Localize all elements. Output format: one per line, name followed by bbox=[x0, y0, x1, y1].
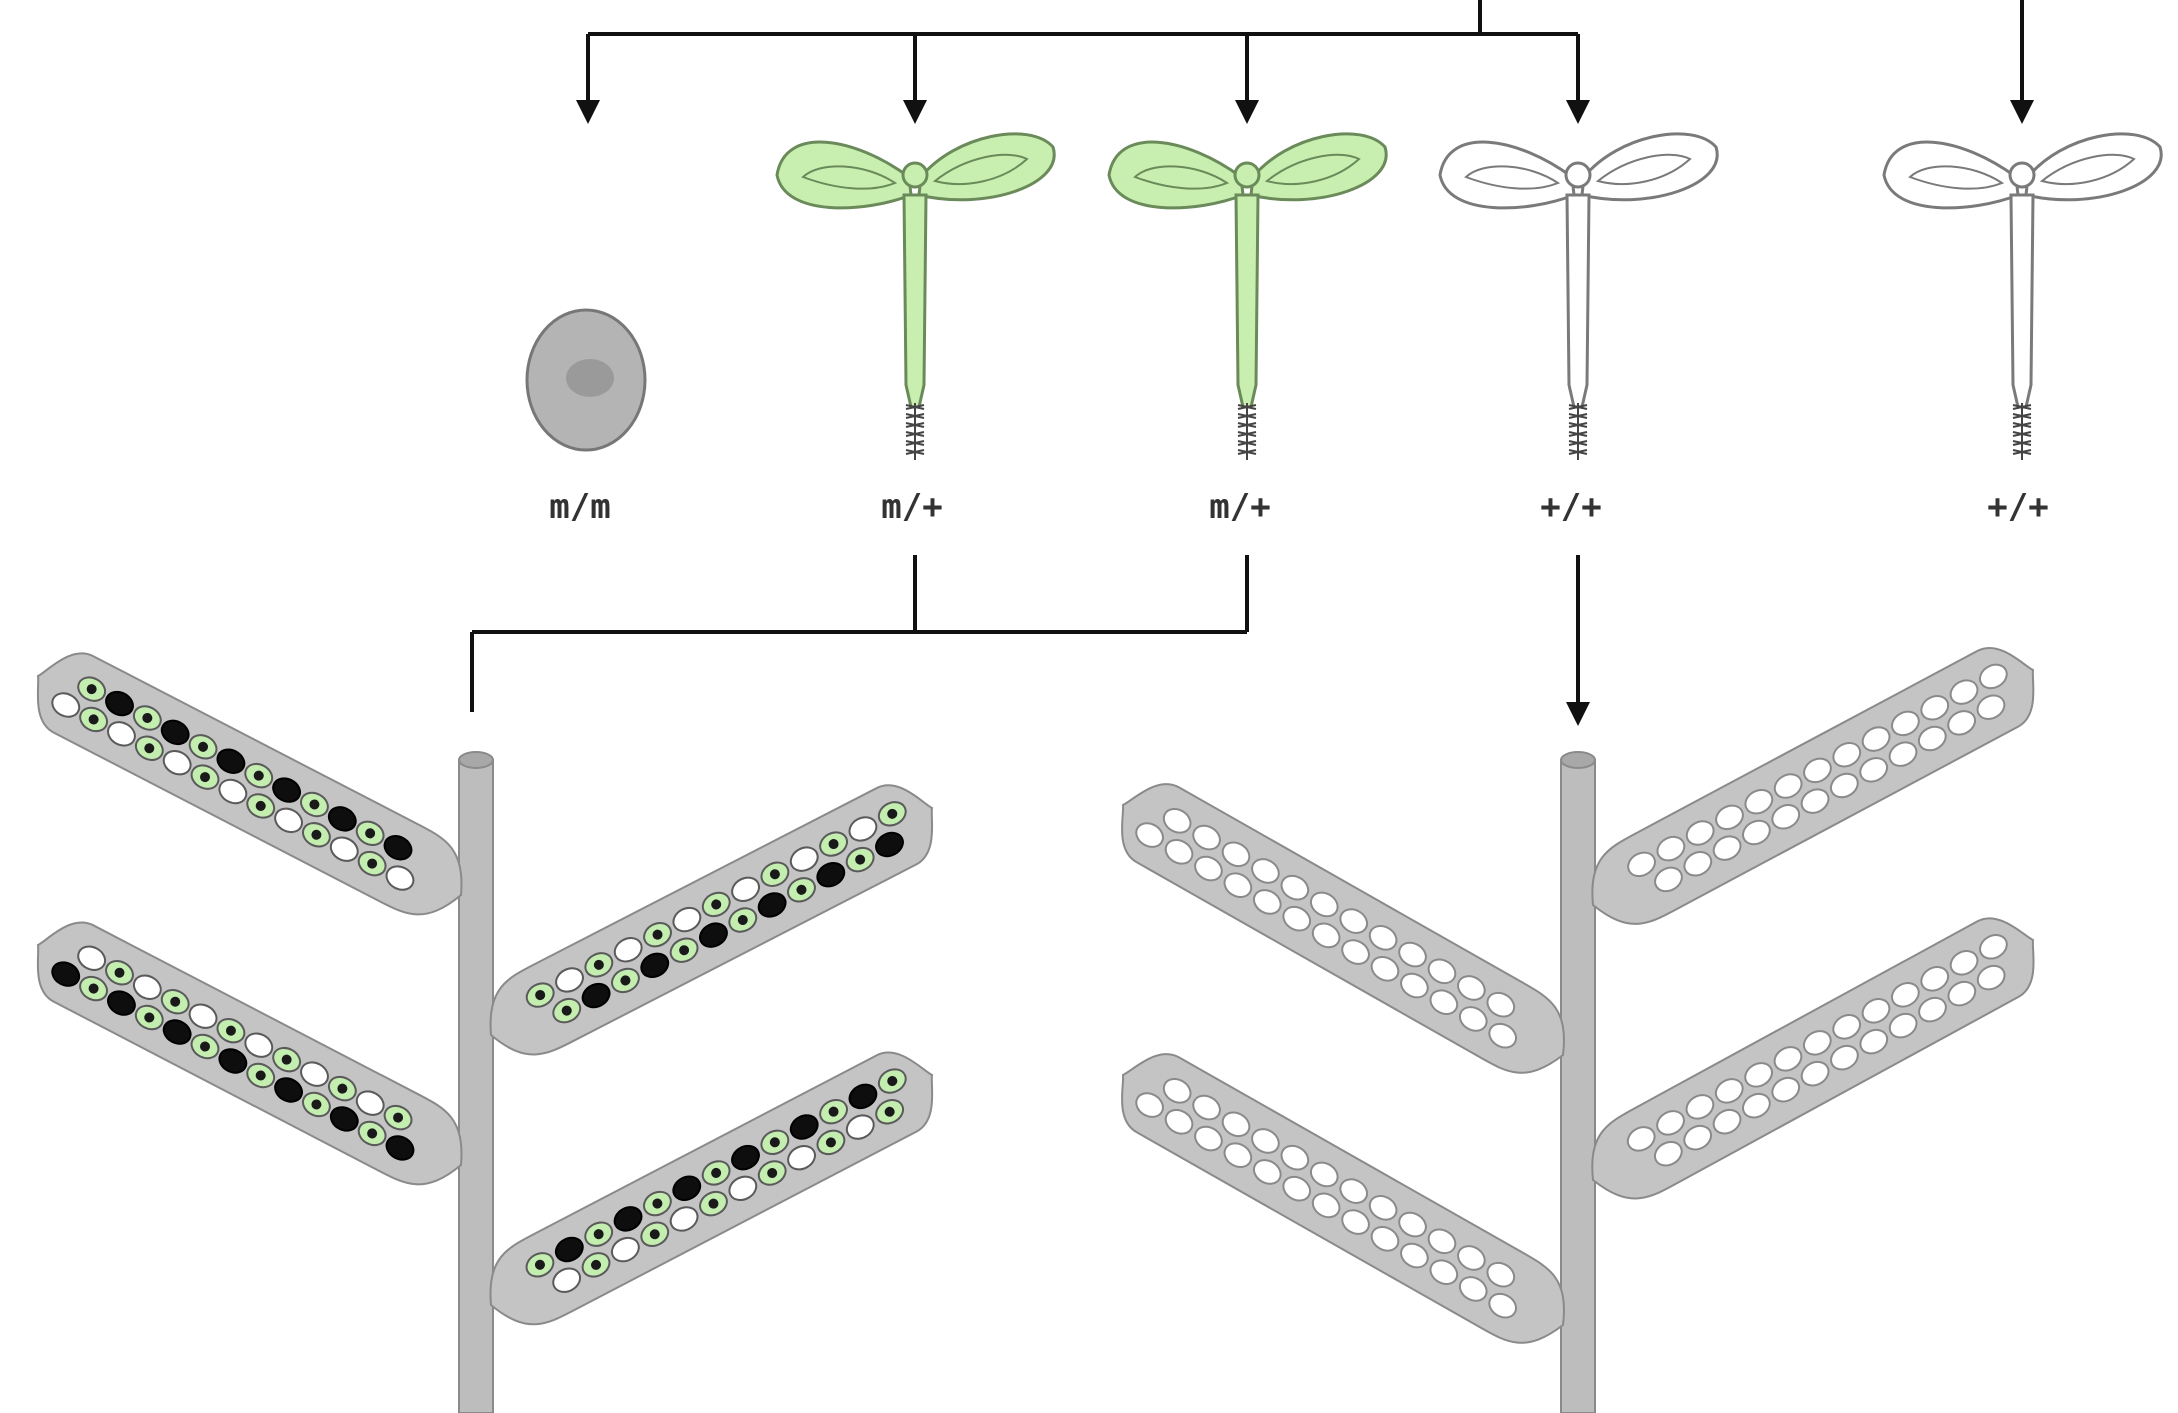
genotype-label-wt-2: +/+ bbox=[1987, 487, 2048, 527]
wildtype-plant bbox=[1102, 632, 2054, 1413]
silique-icon bbox=[1573, 632, 2054, 943]
silique-icon bbox=[1102, 768, 1584, 1093]
genotype-label-mm: m/m bbox=[549, 487, 610, 527]
seedling-green-icon bbox=[777, 134, 1054, 460]
silique-icon bbox=[18, 638, 481, 933]
seedlings-row bbox=[777, 134, 2161, 460]
seedling-white-icon bbox=[1440, 134, 1717, 460]
genotype-label-m-plus-1: m/+ bbox=[881, 487, 942, 527]
aborted-seed-icon bbox=[527, 310, 645, 450]
silique-icon bbox=[1572, 902, 2053, 1217]
genotype-label-m-plus-2: m/+ bbox=[1209, 487, 1270, 527]
cross-connector-lines bbox=[588, 0, 2022, 112]
silique-icon bbox=[18, 907, 481, 1203]
silique-icon bbox=[471, 1037, 952, 1343]
genotype-label-wt-1: +/+ bbox=[1540, 487, 1601, 527]
silique-icon bbox=[471, 770, 951, 1073]
heterozygous-plant bbox=[18, 638, 952, 1413]
heterozygote-connector bbox=[472, 555, 1247, 712]
silique-icon bbox=[1102, 1038, 1584, 1363]
seedling-white-icon bbox=[1884, 134, 2161, 460]
seedling-green-icon bbox=[1109, 134, 1386, 460]
